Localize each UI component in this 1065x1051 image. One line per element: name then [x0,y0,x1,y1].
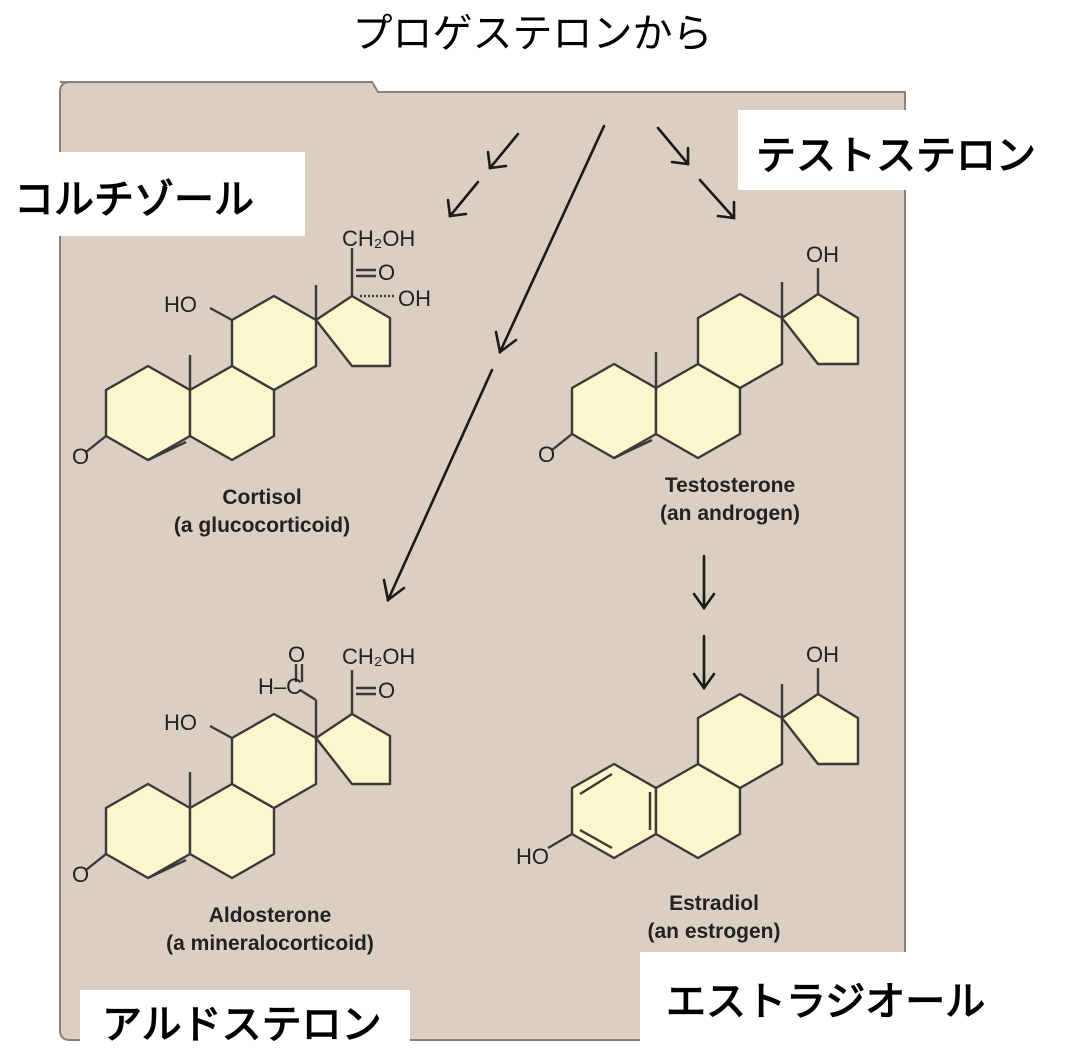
cortisol-bonds [85,248,396,462]
aldosterone-ho11: HO [164,710,197,735]
testosterone-ring-d [780,292,860,366]
cortisol-o3: O [72,444,89,469]
estradiol-bonds [547,668,820,850]
cortisol-ring-d [314,294,392,368]
cortisol-name: Cortisol [222,486,301,509]
testosterone-structure [570,292,860,460]
aldosterone-structure [104,712,392,880]
arrows [382,124,736,691]
estradiol-oh17: OH [806,642,839,667]
aldosterone-japanese-label: アルドステロン [80,990,410,1047]
aldosterone-h-c: H–C [258,674,302,699]
cortisol-structure [104,294,392,462]
testosterone-class: (an androgen) [660,502,800,525]
aldosterone-bonds [85,664,376,880]
estradiol-japanese-label: エストラジオール [640,952,1048,1047]
arrow-to-cortisol-2 [448,180,480,218]
cortisol-japanese-label: コルチゾール [0,152,305,236]
cortisol-oh17: OH [398,286,431,311]
aldosterone-ald-o: O [288,642,305,667]
arrow-to-aldosterone-1 [498,124,606,354]
title-label: プロゲステロンから [352,11,713,57]
aldosterone-class: (a mineralocorticoid) [166,932,374,955]
arrow-to-testosterone-2 [698,178,736,220]
testosterone-name: Testosterone [665,474,795,497]
arrow-to-cortisol-1 [488,132,520,170]
estradiol-ring-d [780,692,860,766]
aldosterone-o3: O [72,862,89,887]
estradiol-name: Estradiol [669,892,759,915]
testosterone-bonds [551,268,820,460]
aldosterone-ch2oh: CH₂OH [342,644,415,669]
cortisol-ch2oh: CH₂OH [342,226,415,251]
estradiol-structure [570,692,860,860]
arrow-to-aldosterone-2 [386,368,494,602]
aldosterone-ring-d [314,712,392,786]
testosterone-japanese-label: テストステロン [738,110,1050,190]
testosterone-o3: O [538,442,555,467]
aldosterone-keto-o: O [378,678,395,703]
estradiol-class: (an estrogen) [647,920,780,943]
estradiol-ho3: HO [516,844,549,869]
aldosterone-name: Aldosterone [209,904,332,927]
cortisol-class: (a glucocorticoid) [174,514,350,537]
testosterone-oh17: OH [806,242,839,267]
cortisol-ho11: HO [164,292,197,317]
cortisol-keto-o: O [378,260,395,285]
arrow-to-testosterone-1 [656,126,690,166]
